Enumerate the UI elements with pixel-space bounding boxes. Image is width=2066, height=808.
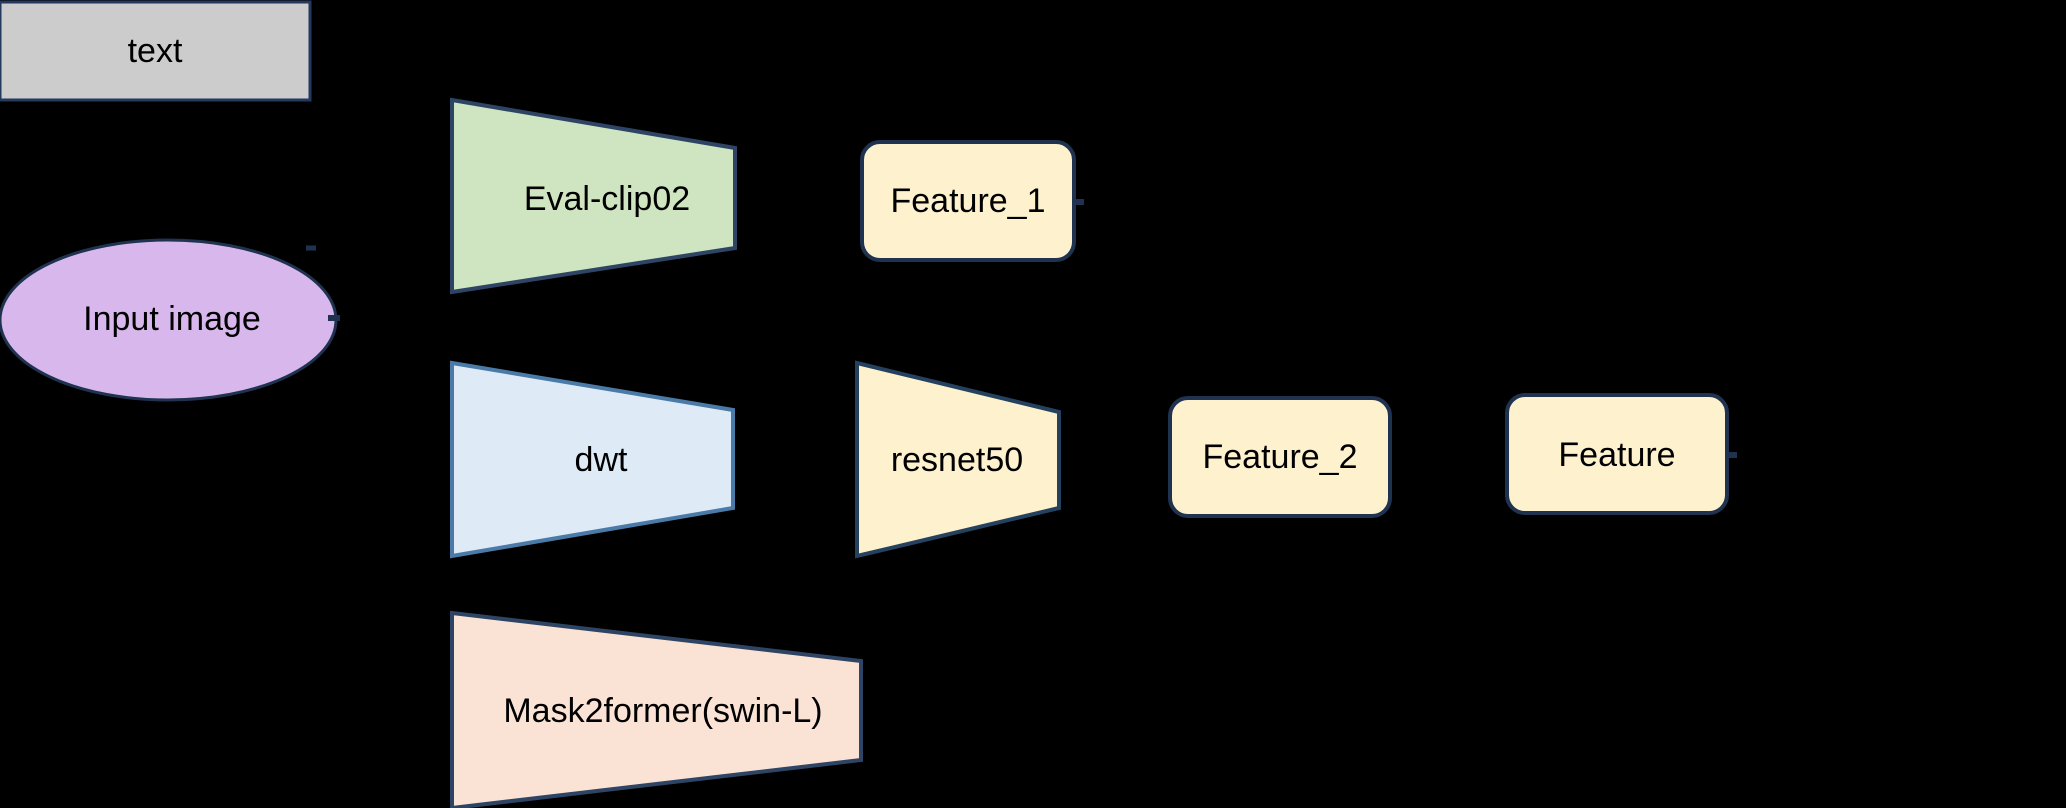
mask2former-shape[interactable] xyxy=(450,610,863,808)
node-feature-2[interactable]: Feature_2 xyxy=(1168,396,1392,518)
feature-1-label: Feature_1 xyxy=(891,182,1046,220)
node-feature-1[interactable]: Feature_1 xyxy=(860,140,1076,262)
eval-clip02-label: Eval-clip02 xyxy=(524,180,690,218)
mask2former-label: Mask2former(swin-L) xyxy=(503,692,822,730)
node-eval-clip02[interactable]: Eval-clip02 xyxy=(450,97,737,295)
feature-label: Feature xyxy=(1558,436,1675,474)
node-text-box[interactable]: text xyxy=(0,0,312,102)
input-image-label: Input image xyxy=(83,300,261,338)
resnet50-label: resnet50 xyxy=(891,441,1023,479)
node-mask2former[interactable]: Mask2former(swin-L) xyxy=(450,610,863,808)
text-box-label: text xyxy=(128,32,183,70)
eval-clip02-shape[interactable] xyxy=(450,97,737,295)
dwt-label: dwt xyxy=(575,441,628,479)
node-dwt[interactable]: dwt xyxy=(450,360,735,559)
feature-2-shape[interactable] xyxy=(1168,396,1392,518)
text-box-shape[interactable] xyxy=(0,0,312,102)
node-feature[interactable]: Feature xyxy=(1505,393,1729,515)
resnet50-shape[interactable] xyxy=(855,360,1061,559)
dwt-shape[interactable] xyxy=(450,360,735,559)
feature-2-label: Feature_2 xyxy=(1203,438,1358,476)
node-resnet50[interactable]: resnet50 xyxy=(855,360,1061,559)
node-input-image[interactable]: Input image xyxy=(0,238,338,402)
